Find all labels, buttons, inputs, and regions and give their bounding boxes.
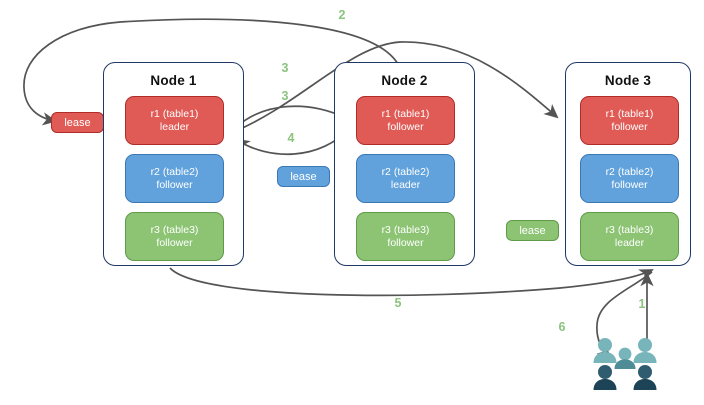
replica-node1-r2[interactable]: r2 (table2) follower xyxy=(125,154,224,203)
step-label-1: 1 xyxy=(638,297,646,311)
step-label-5: 5 xyxy=(394,296,402,310)
step-label-6: 6 xyxy=(558,320,566,334)
node-card-node2[interactable]: Node 2 r1 (table1) follower r2 (table2) … xyxy=(334,62,475,266)
step-label-2: 2 xyxy=(338,8,346,22)
replica-role: follower xyxy=(611,120,648,133)
lease-label: lease xyxy=(519,224,546,237)
replica-name: r1 (table1) xyxy=(381,107,430,120)
replica-node2-r2[interactable]: r2 (table2) leader xyxy=(356,154,455,203)
replica-name: r2 (table2) xyxy=(605,165,654,178)
replica-role: leader xyxy=(159,120,190,133)
lease-badge-red[interactable]: lease xyxy=(51,112,104,133)
people-icon xyxy=(593,338,657,390)
node-title: Node 3 xyxy=(604,73,652,88)
lease-badge-green[interactable]: lease xyxy=(506,220,559,241)
arrow-step-5 xyxy=(169,267,654,297)
node-title: Node 1 xyxy=(150,73,197,88)
replica-name: r2 (table2) xyxy=(381,165,430,178)
replica-role: follower xyxy=(611,178,648,191)
replica-name: r3 (table3) xyxy=(381,223,430,236)
replica-node3-r1[interactable]: r1 (table1) follower xyxy=(580,96,679,145)
step-label-3-lower: 3 xyxy=(281,89,289,103)
replica-node3-r3[interactable]: r3 (table3) leader xyxy=(580,212,679,261)
replica-role: leader xyxy=(390,178,421,191)
arrow-step-3-to-node2 xyxy=(230,105,352,133)
replica-node2-r3[interactable]: r3 (table3) follower xyxy=(356,212,455,261)
lease-label: lease xyxy=(290,170,317,183)
replica-node1-r3[interactable]: r3 (table3) follower xyxy=(125,212,224,261)
replica-name: r1 (table1) xyxy=(605,107,654,120)
replica-role: follower xyxy=(156,178,193,191)
replica-name: r2 (table2) xyxy=(150,165,199,178)
replica-name: r3 (table3) xyxy=(605,223,654,236)
replica-role: follower xyxy=(387,236,424,249)
replica-node1-r1[interactable]: r1 (table1) leader xyxy=(125,96,224,145)
node-title: Node 2 xyxy=(381,73,428,88)
lease-label: lease xyxy=(64,116,91,129)
node-card-node1[interactable]: Node 1 r1 (table1) leader r2 (table2) fo… xyxy=(103,62,244,266)
node-card-node3[interactable]: Node 3 r1 (table1) follower r2 (table2) … xyxy=(565,62,691,266)
replica-name: r1 (table1) xyxy=(150,107,199,120)
step-label-3-upper: 3 xyxy=(281,61,289,75)
replica-role: follower xyxy=(156,236,193,249)
step-label-4: 4 xyxy=(287,131,295,145)
lease-badge-blue[interactable]: lease xyxy=(277,166,330,187)
replica-node3-r2[interactable]: r2 (table2) follower xyxy=(580,154,679,203)
replica-node2-r1[interactable]: r1 (table1) follower xyxy=(356,96,455,145)
replica-role: follower xyxy=(387,120,424,133)
replica-role: leader xyxy=(614,236,645,249)
replica-name: r3 (table3) xyxy=(150,223,199,236)
